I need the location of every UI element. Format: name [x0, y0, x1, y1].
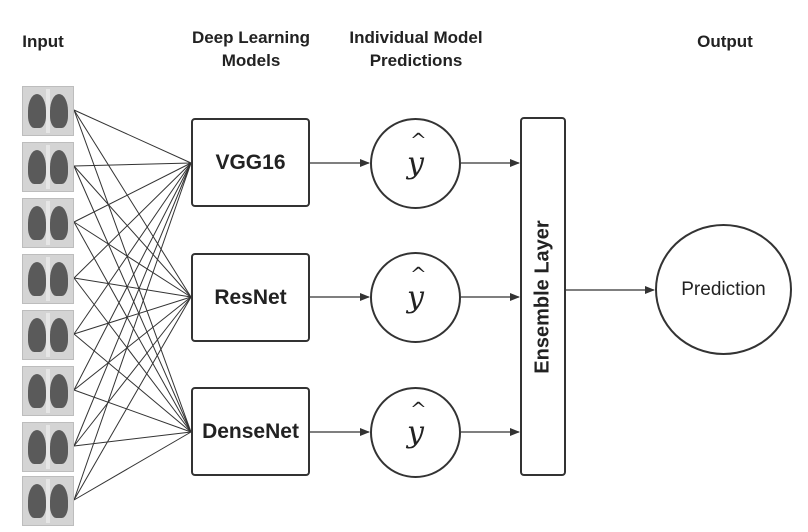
- model-label: ResNet: [214, 285, 287, 309]
- input-model-connection: [73, 162, 192, 279]
- input-model-connection: [73, 162, 192, 501]
- input-model-connection: [73, 162, 192, 335]
- model-box-densenet: DenseNet: [191, 387, 310, 476]
- prediction-node-3: ^y: [370, 387, 461, 478]
- model-label: VGG16: [215, 150, 286, 174]
- input-model-connection: [73, 277, 192, 298]
- prediction-node-1: ^y: [370, 118, 461, 209]
- input-model-connection: [73, 109, 192, 433]
- x-ray-image: [22, 198, 74, 248]
- output-header: Output: [697, 32, 753, 51]
- ensemble-label: Ensemble Layer: [531, 219, 554, 374]
- x-ray-image: [22, 86, 74, 136]
- input-model-connection: [73, 296, 192, 391]
- predictions-header: Individual Model Predictions: [349, 28, 483, 70]
- x-ray-image: [22, 254, 74, 304]
- input-model-connection: [73, 431, 192, 447]
- output-label: Prediction: [681, 278, 766, 300]
- input-model-connection: [73, 389, 192, 433]
- input-model-connection: [73, 165, 192, 433]
- input-model-connection: [73, 277, 192, 433]
- x-ray-image: [22, 310, 74, 360]
- ensemble-layer: Ensemble Layer: [520, 117, 566, 476]
- input-model-connection: [73, 162, 192, 223]
- input-model-connection: [73, 162, 192, 391]
- input-model-connection: [73, 333, 192, 433]
- input-model-connection: [73, 162, 192, 167]
- input-model-connection: [73, 296, 192, 335]
- input-model-connection: [73, 296, 192, 447]
- input-model-connection: [73, 221, 192, 298]
- model-box-resnet: ResNet: [191, 253, 310, 342]
- prediction-node-2: ^y: [370, 252, 461, 343]
- output-node: Prediction: [655, 224, 792, 355]
- input-model-connection: [73, 296, 192, 501]
- input-model-connection: [73, 221, 192, 433]
- x-ray-image: [22, 366, 74, 416]
- x-ray-image: [22, 476, 74, 526]
- x-ray-image: [22, 142, 74, 192]
- model-label: DenseNet: [202, 419, 299, 443]
- model-box-vgg16: VGG16: [191, 118, 310, 207]
- input-model-connection: [73, 431, 192, 501]
- input-model-connection: [73, 162, 192, 447]
- input-model-connection: [73, 109, 192, 164]
- models-header: Deep Learning Models: [191, 28, 311, 70]
- input-model-connection: [73, 109, 192, 298]
- input-header: Input: [22, 32, 64, 51]
- input-model-connection: [73, 165, 192, 298]
- x-ray-image: [22, 422, 74, 472]
